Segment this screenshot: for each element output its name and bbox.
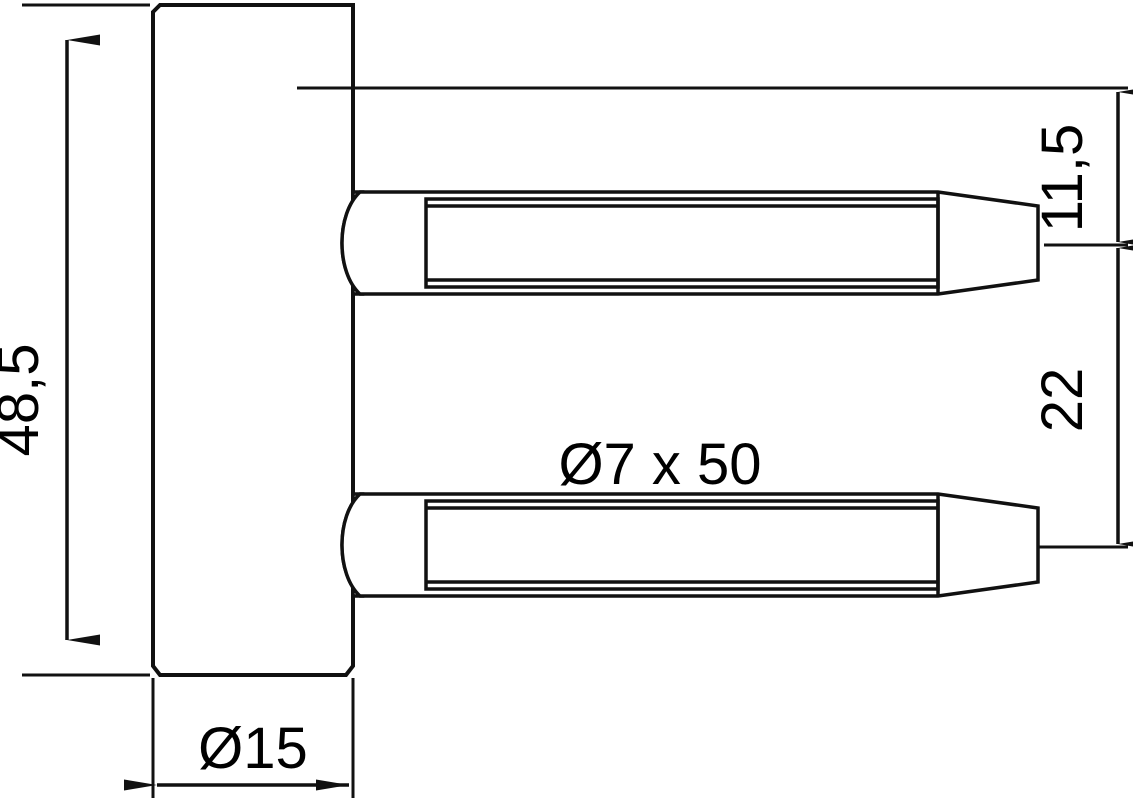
extension-lines (22, 3, 1128, 798)
mounting-plate (151, 3, 355, 677)
dimension-label-15: Ø15 (198, 716, 308, 781)
dimension-pin-spacing: 22 (1030, 242, 1133, 550)
dimension-label-pin-spec: Ø7 x 50 (558, 432, 761, 497)
upper-pin (340, 190, 1040, 296)
dimension-pin-spec: Ø7 x 50 (558, 432, 761, 497)
dimension-label-48-5: 48,5 (0, 344, 51, 457)
dimension-top-offset: 11,5 (1030, 86, 1133, 248)
lower-pin (340, 492, 1040, 598)
dimension-overall-height: 48,5 (0, 34, 100, 646)
dimension-label-11-5: 11,5 (1030, 124, 1095, 233)
dimension-plate-width: Ø15 (124, 716, 349, 791)
dimension-label-22: 22 (1030, 368, 1095, 433)
